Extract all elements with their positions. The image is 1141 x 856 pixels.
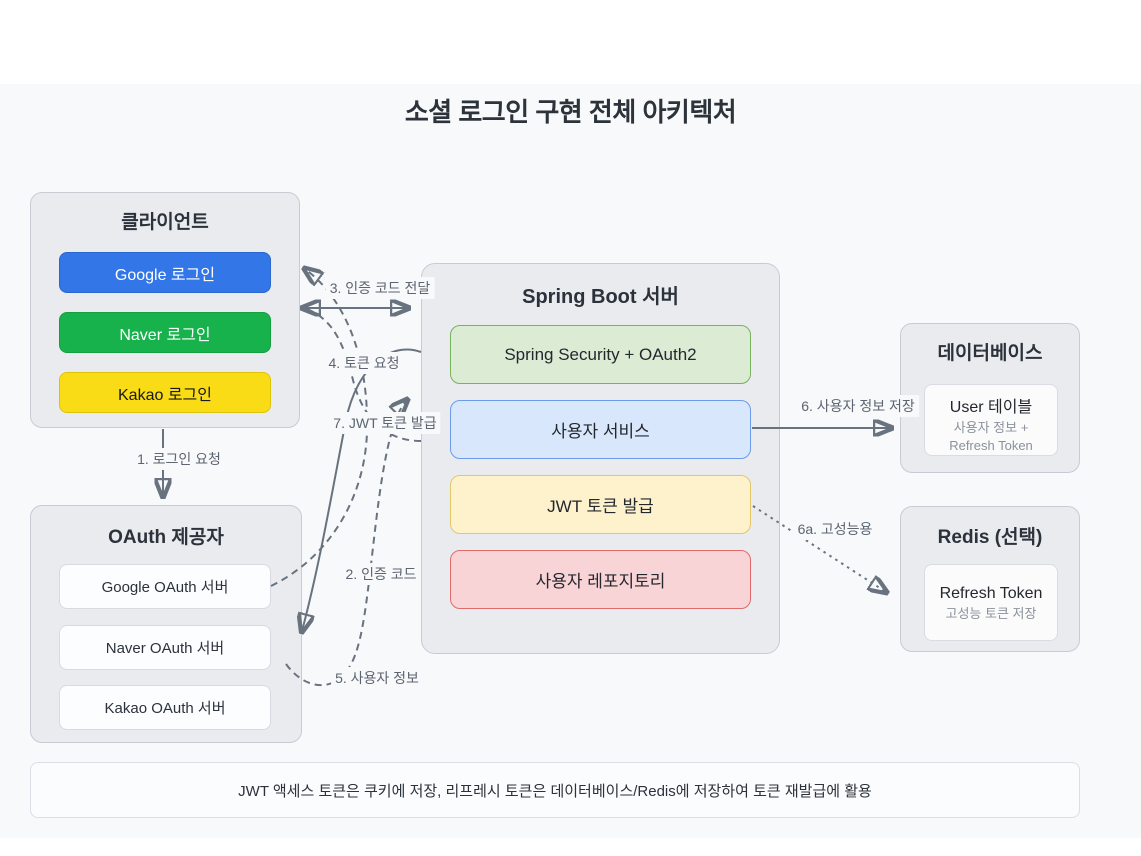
client-group: 클라이언트 Google 로그인 Naver 로그인 Kakao 로그인 — [30, 192, 300, 428]
diagram-canvas: 소셜 로그인 구현 전체 아키텍처 클라이언트 Google 로그인 Naver… — [0, 84, 1141, 838]
user-repository-node: 사용자 레포지토리 — [450, 550, 751, 609]
edge-label-2: 2. 인증 코드 — [341, 563, 421, 585]
database-group-title: 데이터베이스 — [937, 343, 1043, 364]
redis-store-sub1: 고성능 토큰 저장 — [945, 606, 1037, 621]
edge-label-6a: 6a. 고성능용 — [793, 518, 877, 540]
user-table-title: User 테이블 — [949, 399, 1033, 416]
edge-label-4: 4. 토큰 요청 — [324, 352, 404, 374]
edge-4-token-request — [302, 348, 422, 631]
oauth-group-title: OAuth 제공자 — [108, 527, 224, 548]
redis-store-node: Refresh Token 고성능 토큰 저장 — [924, 564, 1058, 641]
edge-label-3: 3. 인증 코드 전달 — [325, 277, 435, 299]
kakao-login-button: Kakao 로그인 — [59, 372, 271, 413]
edge-label-5: 5. 사용자 정보 — [331, 667, 423, 689]
user-table-sub1: 사용자 정보 + — [953, 420, 1029, 435]
spring-security-node: Spring Security + OAuth2 — [450, 325, 751, 384]
jwt-issue-node: JWT 토큰 발급 — [450, 475, 751, 534]
spring-boot-group: Spring Boot 서버 Spring Security + OAuth2 … — [421, 263, 780, 654]
google-oauth-server-node: Google OAuth 서버 — [59, 564, 271, 609]
client-group-title: 클라이언트 — [121, 212, 209, 233]
footer-note: JWT 액세스 토큰은 쿠키에 저장, 리프레시 토큰은 데이터베이스/Redi… — [30, 762, 1080, 818]
database-group: 데이터베이스 User 테이블 사용자 정보 + Refresh Token — [900, 323, 1080, 473]
naver-oauth-server-node: Naver OAuth 서버 — [59, 625, 271, 670]
page-title: 소셜 로그인 구현 전체 아키텍처 — [404, 97, 737, 127]
redis-group-title: Redis (선택) — [937, 527, 1043, 548]
google-login-button: Google 로그인 — [59, 252, 271, 293]
edge-label-6: 6. 사용자 정보 저장 — [797, 395, 919, 417]
oauth-provider-group: OAuth 제공자 Google OAuth 서버 Naver OAuth 서버… — [30, 505, 302, 743]
naver-login-button: Naver 로그인 — [59, 312, 271, 353]
user-service-node: 사용자 서비스 — [450, 400, 751, 459]
edge-5-user-info — [285, 400, 407, 686]
redis-store-title: Refresh Token — [939, 585, 1043, 602]
user-table-sub2: Refresh Token — [949, 438, 1033, 453]
edge-label-7: 7. JWT 토큰 발급 — [329, 412, 441, 434]
kakao-oauth-server-node: Kakao OAuth 서버 — [59, 685, 271, 730]
redis-group: Redis (선택) Refresh Token 고성능 토큰 저장 — [900, 506, 1080, 652]
user-table-node: User 테이블 사용자 정보 + Refresh Token — [924, 384, 1058, 456]
spring-boot-group-title: Spring Boot 서버 — [522, 286, 679, 308]
edge-label-1: 1. 로그인 요청 — [133, 448, 225, 470]
